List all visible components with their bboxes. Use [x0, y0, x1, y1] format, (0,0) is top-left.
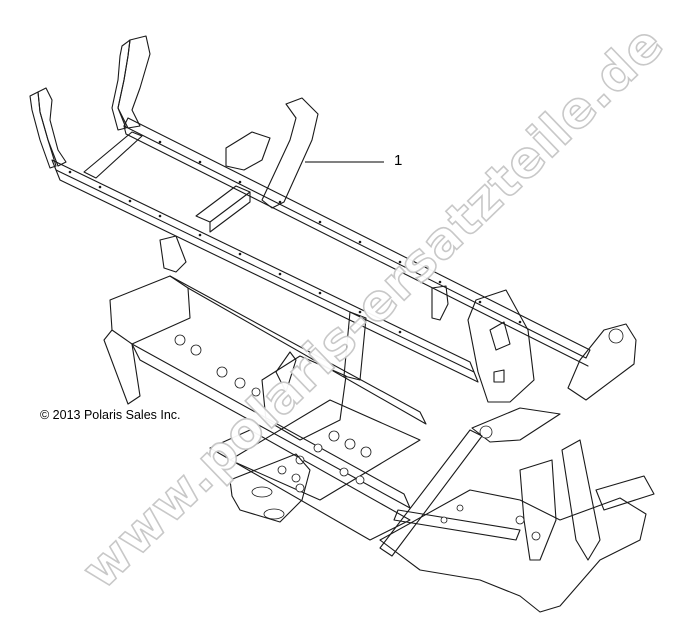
copyright-notice: © 2013 Polaris Sales Inc.	[40, 408, 181, 422]
callout-number-1: 1	[394, 152, 403, 169]
upper-frame	[29, 35, 591, 383]
lower-frame	[103, 275, 655, 613]
